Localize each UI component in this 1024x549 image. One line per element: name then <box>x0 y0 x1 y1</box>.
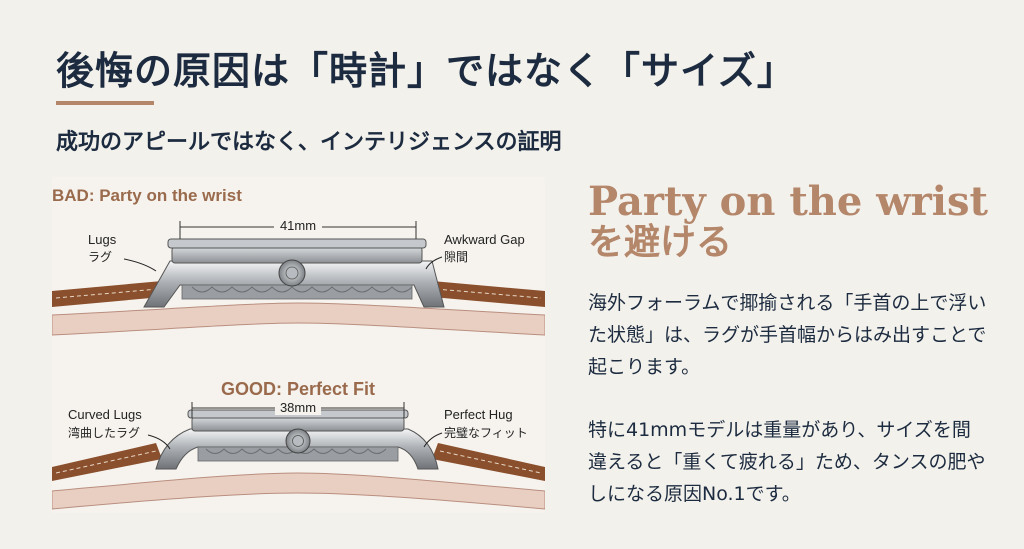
good-lugs-label-ja: 湾曲したラグ <box>68 425 140 440</box>
bad-size-label: 41mm <box>280 218 316 233</box>
body-paragraph-1: 海外フォーラムで揶揄される「手首の上で浮いた状態」は、ラグが手首幅からはみ出すこ… <box>588 292 987 378</box>
good-lugs-label-en: Curved Lugs <box>68 407 142 422</box>
good-size-label: 38mm <box>280 400 316 415</box>
bad-wrist <box>52 302 545 336</box>
bad-lugs-label-en: Lugs <box>88 232 117 247</box>
bad-gap-label-ja: 隙間 <box>444 250 468 264</box>
title-underline <box>56 101 154 105</box>
good-watch-case <box>155 428 439 470</box>
good-hug-label-en: Perfect Hug <box>444 407 513 422</box>
section-heading: Party on the wrist を避ける <box>588 180 1008 262</box>
good-hug-label-ja: 完璧なフィット <box>444 425 528 440</box>
section-heading-line1: Party on the wrist <box>588 178 988 225</box>
page-title: 後悔の原因は「時計」ではなく「サイズ」 <box>56 48 796 93</box>
body-paragraph-2: 特に41mmモデルは重量があり、サイズを間違えると「重くて疲れる」ため、タンスの… <box>588 419 986 505</box>
good-heading: GOOD: Perfect Fit <box>221 379 375 399</box>
watch-fit-illustration: BAD: Party on the wrist 41mm Lugs ラグ Awk… <box>52 177 545 513</box>
page-subtitle: 成功のアピールではなく、インテリジェンスの証明 <box>56 130 562 155</box>
bad-heading: BAD: Party on the wrist <box>52 186 242 205</box>
bad-gap-label-en: Awkward Gap <box>444 232 525 247</box>
bad-lugs-label-ja: ラグ <box>88 250 112 264</box>
section-heading-line2: を避ける <box>588 221 733 264</box>
good-wrist <box>52 472 545 510</box>
